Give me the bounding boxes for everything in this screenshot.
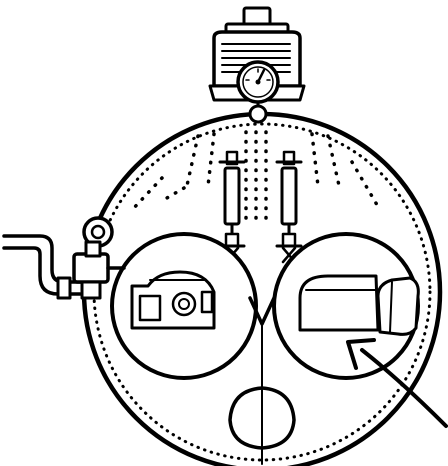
pressure-gauge	[236, 60, 280, 124]
top-canister	[208, 6, 306, 102]
package-icon	[298, 274, 420, 336]
camera-icon	[130, 270, 216, 330]
left-chamber	[110, 232, 258, 380]
inlet-pipe	[2, 234, 82, 300]
spray-lines	[130, 130, 382, 226]
right-chamber	[272, 232, 420, 380]
bottom-collector	[228, 386, 296, 450]
arrow-icon	[346, 338, 448, 428]
valve-icon	[72, 216, 126, 300]
piston-right	[275, 150, 303, 264]
